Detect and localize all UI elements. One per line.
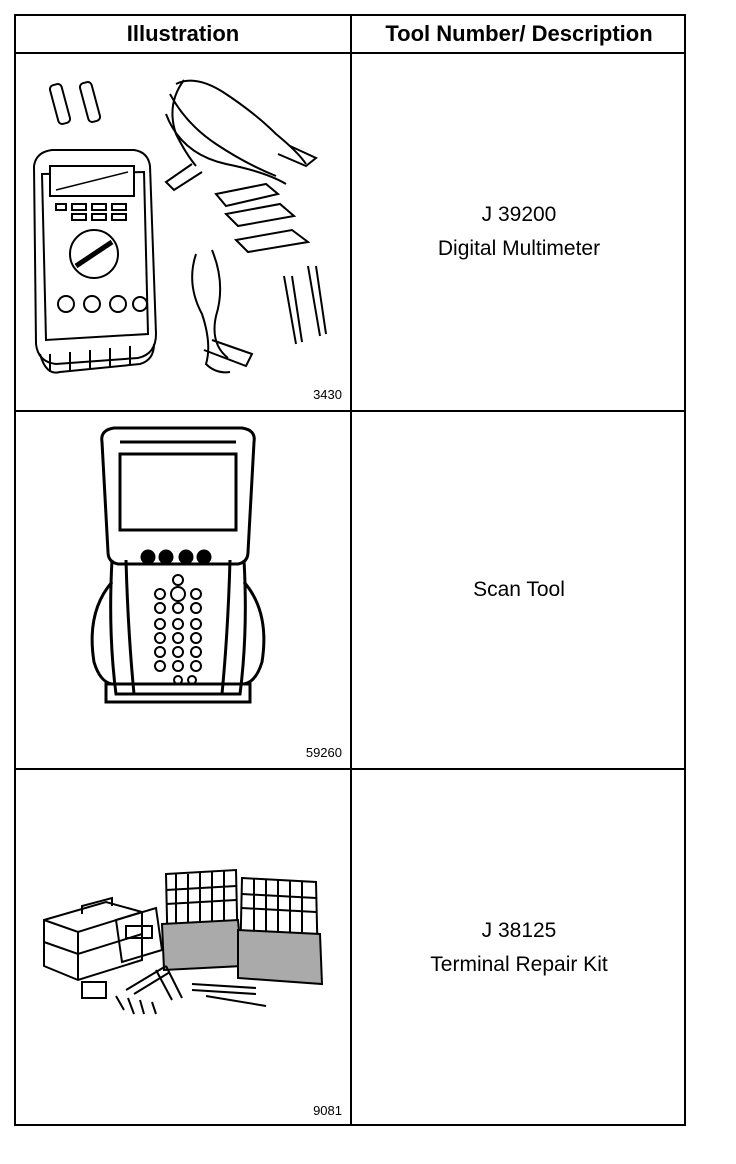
header-divider	[16, 52, 686, 54]
tool-description: Terminal Repair Kit	[430, 953, 608, 976]
tool-description: Scan Tool	[473, 578, 565, 601]
row-divider	[16, 768, 686, 770]
tool-number: J 38125	[481, 919, 557, 942]
illustration-cell-scan-tool: 59260	[16, 412, 350, 768]
tool-number: J 39200	[481, 203, 557, 226]
header-description: Tool Number/ Description	[385, 21, 653, 46]
scan-tool-icon	[16, 412, 350, 768]
figure-number: 59260	[305, 745, 342, 760]
figure-number: 3430	[313, 387, 342, 402]
description-cell-terminal-repair-kit: J 38125 Terminal Repair Kit	[352, 770, 686, 1126]
illustration-cell-terminal-repair-kit: 9081	[16, 770, 350, 1126]
tool-table: Illustration Tool Number/ Description	[14, 14, 686, 1126]
header-illustration: Illustration	[126, 21, 240, 46]
figure-number: 9081	[313, 1103, 342, 1118]
digital-multimeter-icon	[16, 54, 350, 410]
row-divider	[16, 410, 686, 412]
illustration-cell-multimeter: 3430	[16, 54, 350, 410]
column-divider	[350, 16, 352, 1126]
description-cell-multimeter: J 39200 Digital Multimeter	[352, 54, 686, 410]
tool-description: Digital Multimeter	[437, 237, 601, 260]
terminal-repair-kit-icon	[16, 770, 350, 1126]
description-cell-scan-tool: Scan Tool	[352, 412, 686, 768]
